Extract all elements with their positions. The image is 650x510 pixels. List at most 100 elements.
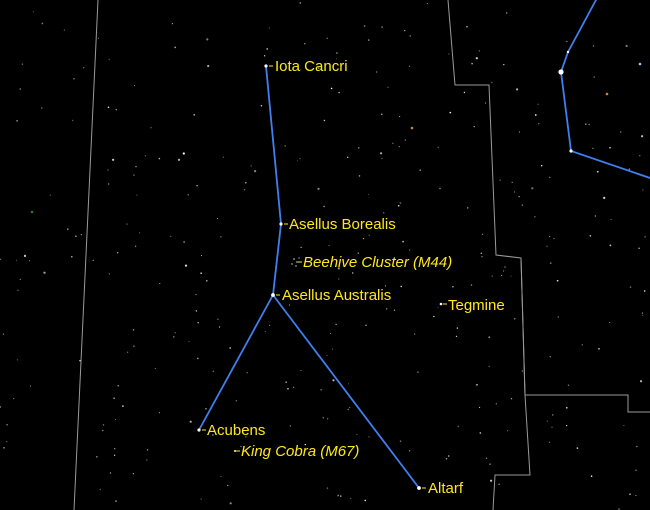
- field-star: [393, 309, 396, 311]
- field-star: [408, 450, 411, 452]
- field-star: [288, 304, 291, 306]
- field-star: [540, 164, 543, 167]
- field-star: [115, 500, 117, 502]
- field-star: [410, 126, 414, 130]
- named-stars: [197, 50, 573, 490]
- field-star: [358, 147, 360, 149]
- field-star: [409, 249, 411, 251]
- field-star: [326, 37, 328, 40]
- cancer-constellation-lines: [198, 65, 420, 489]
- field-star: [184, 264, 188, 267]
- field-star: [17, 289, 19, 291]
- field-star: [287, 388, 289, 390]
- star-altarf: [417, 486, 421, 490]
- field-star: [207, 64, 210, 68]
- field-star: [609, 321, 611, 324]
- field-star: [200, 255, 203, 257]
- field-star: [510, 275, 512, 277]
- field-star: [499, 179, 501, 181]
- field-star: [250, 165, 252, 167]
- field-star: [642, 314, 644, 316]
- field-star: [263, 55, 266, 57]
- field-star: [0, 406, 1, 408]
- field-star: [534, 114, 537, 116]
- field-star: [107, 169, 109, 171]
- field-star: [589, 235, 592, 237]
- field-star: [117, 385, 119, 387]
- field-star: [643, 290, 646, 292]
- field-star: [513, 318, 516, 320]
- field-star: [268, 27, 270, 29]
- field-star: [327, 418, 329, 420]
- field-star: [357, 252, 359, 254]
- field-star: [297, 160, 299, 162]
- field-star: [19, 88, 22, 90]
- field-star: [240, 446, 242, 448]
- field-star: [399, 202, 402, 204]
- field-star: [171, 23, 173, 25]
- field-star: [92, 259, 94, 261]
- label-iota-cancri: Iota Cancri: [275, 58, 348, 75]
- field-star: [330, 332, 332, 334]
- label-ticks: [202, 65, 447, 489]
- field-star: [445, 458, 448, 460]
- label-tegmine: Tegmine: [448, 297, 505, 314]
- field-star: [385, 308, 388, 310]
- field-star: [269, 324, 271, 326]
- field-star: [115, 418, 117, 421]
- field-star: [122, 405, 124, 407]
- field-star: [479, 406, 481, 408]
- field-star: [485, 457, 488, 460]
- field-star: [177, 158, 181, 161]
- field-star: [609, 146, 611, 149]
- field-star: [619, 131, 622, 133]
- field-star: [6, 441, 8, 443]
- field-star: [470, 284, 473, 286]
- field-star: [419, 169, 421, 171]
- field-star: [327, 291, 329, 294]
- field-star: [158, 412, 160, 414]
- field-star: [229, 347, 231, 349]
- field-star: [133, 174, 135, 176]
- field-star: [212, 434, 214, 436]
- field-star: [127, 351, 129, 353]
- field-star: [456, 327, 459, 329]
- field-star: [368, 234, 370, 236]
- field-star: [473, 126, 475, 128]
- star-neighbor-b: [569, 149, 573, 153]
- field-star: [351, 292, 353, 294]
- field-star: [498, 483, 500, 486]
- field-star: [476, 384, 478, 386]
- field-star: [381, 26, 383, 28]
- field-star: [196, 184, 198, 187]
- field-star: [490, 479, 493, 482]
- field-star: [635, 494, 637, 497]
- field-star: [538, 122, 540, 125]
- field-star: [174, 46, 177, 49]
- field-star: [133, 345, 135, 347]
- field-star: [500, 274, 503, 277]
- field-star: [546, 420, 548, 422]
- field-star: [135, 166, 137, 168]
- field-star: [618, 508, 620, 510]
- field-star: [625, 44, 628, 48]
- field-star: [488, 365, 490, 367]
- field-star: [504, 266, 506, 268]
- field-star: [546, 245, 548, 247]
- field-star: [556, 279, 559, 282]
- field-star: [293, 386, 295, 388]
- field-star: [537, 103, 539, 105]
- field-star: [392, 142, 394, 144]
- field-star: [641, 312, 643, 314]
- field-star: [433, 315, 435, 318]
- field-star: [380, 152, 383, 155]
- field-star: [479, 432, 482, 434]
- field-star: [71, 255, 73, 258]
- field-star: [426, 3, 428, 5]
- field-star: [23, 254, 27, 257]
- field-star: [332, 348, 333, 350]
- field-star: [381, 157, 383, 159]
- field-star: [108, 183, 110, 185]
- field-star: [196, 357, 199, 360]
- field-star: [2, 333, 5, 335]
